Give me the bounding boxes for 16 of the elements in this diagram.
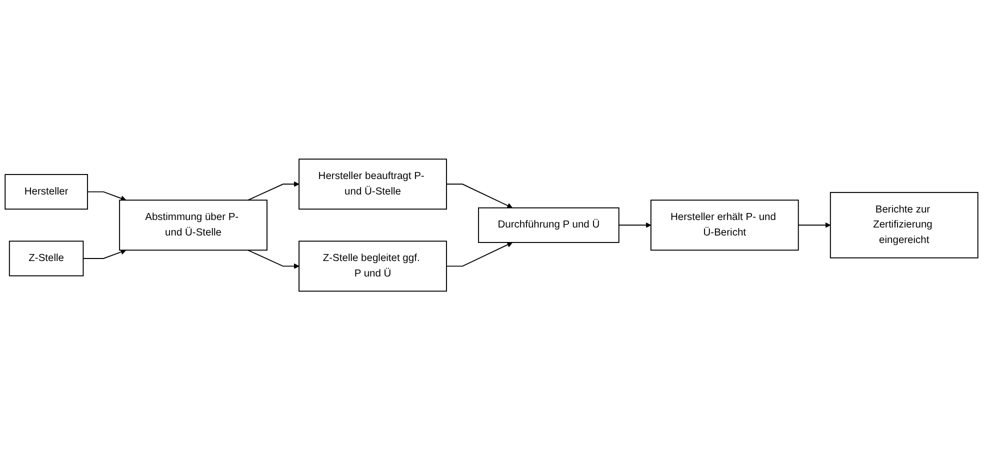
arrow xyxy=(247,250,300,270)
arrow xyxy=(446,184,513,209)
node-box: Berichte zur Zertifizierung eingereicht xyxy=(830,192,978,259)
node-box: Abstimmung über P- und Ü-Stelle xyxy=(119,200,268,251)
arrow xyxy=(82,250,126,260)
node-box: Hersteller erhält P- und Ü-Bericht xyxy=(650,200,799,251)
arrow xyxy=(87,192,126,202)
node-box: Z-Stelle begleitet ggf. P und Ü xyxy=(298,241,447,292)
node-box: Hersteller xyxy=(4,174,88,210)
arrow xyxy=(618,222,652,228)
arrow xyxy=(446,242,513,267)
arrow xyxy=(798,222,831,228)
arrow xyxy=(247,182,300,201)
node-box: Z-Stelle xyxy=(8,241,84,277)
node-box: Durchführung P und Ü xyxy=(478,208,620,244)
node-box: Hersteller beauftragt P- und Ü-Stelle xyxy=(298,159,447,210)
